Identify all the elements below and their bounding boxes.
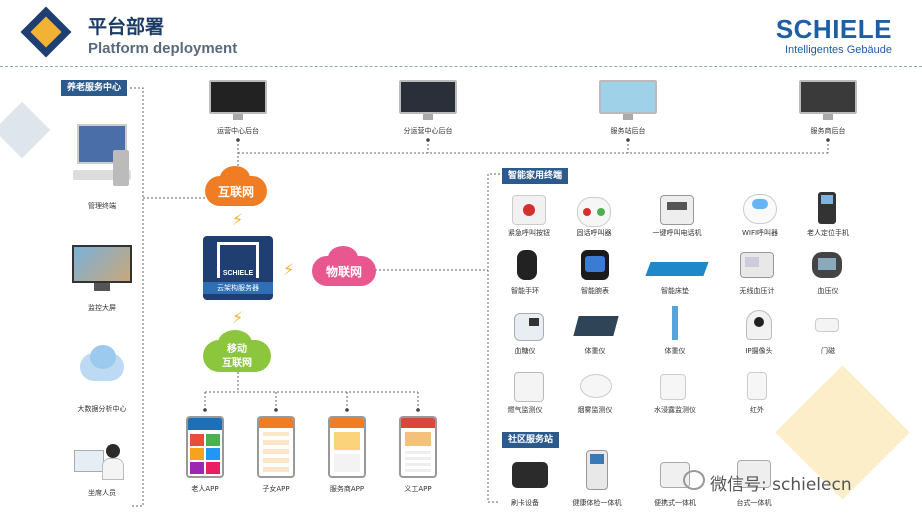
door-sensor-icon [815,318,839,332]
caller-icon [577,197,611,227]
device-label: 门磁 [821,347,835,355]
mobile-phone-icon [818,192,836,224]
hub-name: 云架构服务器 [203,282,273,294]
emergency-button-icon [512,195,546,225]
page-subtitle: Platform deployment [88,40,238,57]
left-item-label: 监控大屏 [88,304,116,312]
device-label: 刷卡设备 [511,499,539,507]
device-label: 水浸露监测仪 [654,406,696,414]
section-tag-elderly-center: 养老服务中心 [61,80,128,96]
device-label: 智能腕表 [581,287,609,295]
internet-cloud-top [220,166,250,190]
iot-cloud-top [328,246,358,270]
app-label: 义工APP [404,485,432,493]
device-label: 健康体检一体机 [572,499,622,507]
height-scale-icon [672,306,678,340]
top-item-label: 分运营中心后台 [403,127,453,135]
device-label: 红外 [750,406,764,414]
device-label: 血糖仪 [514,347,536,355]
iot-label: 物联网 [325,265,362,279]
section-tag-community: 社区服务站 [502,432,560,448]
hub-brand: SCHIELE [222,270,254,277]
device-label: 紧急呼叫按钮 [508,229,550,237]
smoke-detector-icon [580,374,612,398]
ip-camera-icon [746,310,772,340]
watermark-text: 微信号: schielecn [710,475,852,495]
page-title: 平台部署 [88,16,165,38]
top-item-label: 服务站后台 [610,127,646,135]
lightning-icon: ⚡ [232,210,244,229]
monitor-icon [599,80,657,120]
operator-icon [74,440,130,482]
device-label: 便携式一体机 [654,499,696,507]
health-kiosk-icon [586,450,608,490]
monitor-icon [799,80,857,120]
volunteer-app-phone [399,416,437,478]
blood-pressure-icon [740,252,774,278]
left-item-label: 坐席人员 [88,489,116,497]
device-label: 体重仪 [664,347,686,355]
mobile-label-1: 移动 [227,344,247,355]
device-label: 固话呼叫器 [576,229,612,237]
smartwatch-icon [581,250,609,280]
header: 平台部署 Platform deployment SCHIELE Intelli… [0,0,922,66]
device-label: 血压仪 [817,287,839,295]
section-tag-smart-home: 智能家用终端 [502,168,569,184]
left-item-label: 管理终端 [88,202,116,210]
device-label: WIFI呼叫器 [741,229,779,237]
provider-app-phone [328,416,366,478]
mobile-cloud-top [218,330,252,356]
desktop-device-icon [737,460,771,488]
family-app-phone [257,416,295,478]
wechat-icon [683,470,705,490]
wristband-icon [517,250,537,280]
device-label: 一键呼叫电话机 [652,229,702,237]
mattress-icon [645,262,709,276]
glucose-meter-icon [514,313,544,341]
infrared-icon [747,372,767,400]
device-label: 烟雾监测仪 [577,406,613,414]
card-reader-icon [512,462,548,488]
monitor-icon [209,80,267,120]
data-cloud-icon [72,345,132,385]
hub-logo-mark [217,242,259,278]
device-label: 智能手环 [511,287,539,295]
device-label: 老人定位手机 [807,229,849,237]
device-label: 台式一体机 [736,499,772,507]
lightning-icon: ⚡ [283,260,295,279]
wifi-caller-icon [743,194,777,224]
top-item-label: 服务商后台 [810,127,846,135]
scale-icon [573,316,619,336]
water-detector-icon [660,374,686,400]
app-label: 子女APP [262,485,290,493]
internet-label: 互联网 [217,185,254,199]
device-label: 无线血压计 [739,287,775,295]
app-label: 老人APP [191,485,219,493]
brand-logo: SCHIELE [775,14,892,44]
desk-phone-icon [660,195,694,225]
oximeter-icon [812,252,842,278]
gas-detector-icon [514,372,544,402]
computer-icon [73,124,131,196]
header-divider [0,66,922,67]
left-item-label: 大数据分析中心 [77,405,127,413]
device-label: 燃气监测仪 [507,406,543,414]
elderly-app-phone [186,416,224,478]
device-label: 智能床垫 [661,287,689,295]
device-label: 体重仪 [584,347,606,355]
monitor-icon [399,80,457,120]
large-screen-icon [72,245,132,293]
mobile-label-2: 互联网 [222,358,252,369]
device-label: IP摄像头 [745,347,773,355]
lightning-icon: ⚡ [232,308,244,327]
top-item-label: 运营中心后台 [217,127,259,135]
app-label: 服务商APP [329,485,365,493]
cloud-server-hub: SCHIELE 云架构服务器 [203,236,273,300]
brand-tagline: Intelligentes Gebäude [784,44,892,56]
